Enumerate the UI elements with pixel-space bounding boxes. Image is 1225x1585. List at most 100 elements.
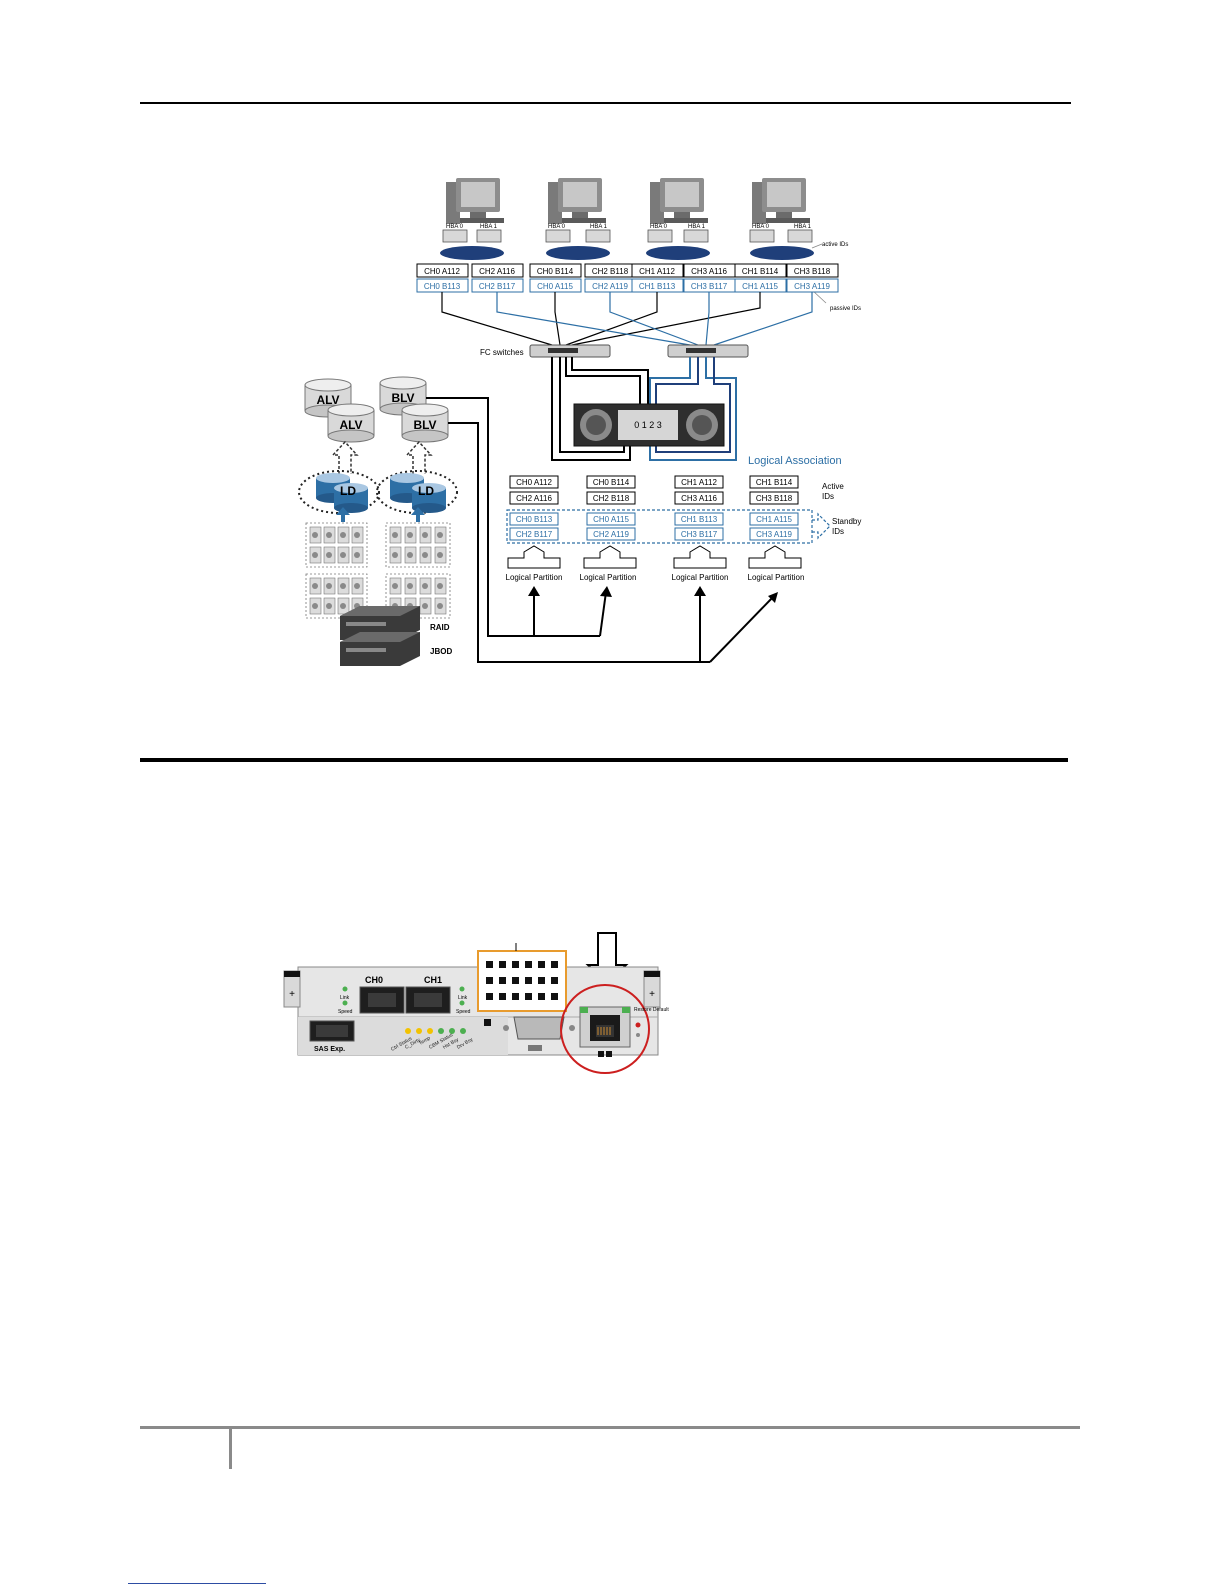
ld-label: LD xyxy=(340,484,356,498)
link-led-label: Link xyxy=(458,995,468,1001)
sas-expansion-port-icon xyxy=(309,1020,355,1042)
logical-association-label: Logical Association xyxy=(748,455,842,467)
logical-partition-label: Logical Partition xyxy=(748,573,805,582)
active-id-label: CH1 A112 xyxy=(639,267,675,276)
partition-standby-id: CH2 B117 xyxy=(516,530,553,539)
svg-text:+: + xyxy=(289,989,295,1000)
ld-label: LD xyxy=(418,484,434,498)
controller-faceplate-figure: + + CH0 CH1 Link Speed Link Speed SAS Ex… xyxy=(283,932,669,1074)
serial-port-icon xyxy=(503,1016,575,1051)
active-ids-annotation: active IDs xyxy=(822,242,848,248)
standby-ids-label: Standby xyxy=(832,517,861,526)
partition-active-id: CH0 B114 xyxy=(593,478,630,487)
passive-id-label: CH3 B117 xyxy=(691,282,728,291)
partition-standby-id: CH0 A115 xyxy=(593,515,629,524)
host-computer-icon xyxy=(446,178,504,224)
active-id-label: CH3 A116 xyxy=(691,267,727,276)
ch0-label: CH0 xyxy=(365,975,383,985)
partition-active-id: CH3 A116 xyxy=(681,494,717,503)
bottom-rule xyxy=(128,1583,266,1584)
standby-region xyxy=(506,509,813,544)
vent-grid xyxy=(486,961,558,1000)
hba-label: HBA 0 xyxy=(752,224,770,230)
partition-standby-id: CH2 A119 xyxy=(593,530,629,539)
passive-id-label: CH2 B117 xyxy=(479,282,516,291)
passive-id-label: CH1 A115 xyxy=(742,282,778,291)
raid-label: RAID xyxy=(430,623,450,632)
fc-port-icon xyxy=(359,986,405,1014)
partition-standby-id: CH1 B113 xyxy=(681,515,718,524)
led-label: Temp xyxy=(418,1035,432,1046)
hba-card-icon xyxy=(442,229,813,243)
host-computer-icon xyxy=(650,178,708,224)
hba-label: HBA 1 xyxy=(480,224,498,230)
host-computer-icon xyxy=(548,178,606,224)
restore-default-label: Restore Default xyxy=(634,1007,669,1013)
hba-label: HBA 0 xyxy=(650,224,668,230)
speed-led-label: Speed xyxy=(338,1009,353,1015)
hba-label: HBA 1 xyxy=(688,224,706,230)
hba-label: HBA 0 xyxy=(446,224,464,230)
storage-topology-figure: HBA 0 HBA 1 HBA 0 HBA 1 HBA 0 HBA 1 HBA … xyxy=(298,178,861,666)
partition-active-id: CH1 A112 xyxy=(681,478,717,487)
passive-id-label: CH0 B113 xyxy=(424,282,461,291)
section-rule xyxy=(140,758,1068,762)
lan-port-highlight xyxy=(560,984,650,1074)
fc-cables xyxy=(441,292,813,346)
standby-ids-label: IDs xyxy=(832,527,844,536)
logical-drive-icon xyxy=(334,483,368,513)
lv-label: BLV xyxy=(413,418,436,432)
host-computer-icon xyxy=(752,178,810,224)
lv-label: ALV xyxy=(316,393,339,407)
footer-rule xyxy=(140,1426,1080,1429)
partition-standby-id: CH3 A119 xyxy=(756,530,792,539)
partition-active-id: CH1 B114 xyxy=(756,478,793,487)
partition-active-id: CH0 A112 xyxy=(516,478,552,487)
passive-id-label: CH2 A119 xyxy=(592,282,628,291)
logical-partition-label: Logical Partition xyxy=(672,573,729,582)
partition-standby-id: CH3 B117 xyxy=(681,530,718,539)
hard-drive-icon xyxy=(309,526,447,615)
sas-exp-label: SAS Exp. xyxy=(314,1046,345,1053)
partition-active-id: CH3 B118 xyxy=(756,494,793,503)
active-id-label: CH3 B118 xyxy=(794,267,831,276)
logical-volume-icon xyxy=(327,403,375,443)
fc-switches-label: FC switches xyxy=(480,348,524,357)
status-led xyxy=(405,1028,466,1034)
ethernet-port-icon xyxy=(579,1006,631,1057)
passive-id-label: CH1 B113 xyxy=(639,282,676,291)
link-group-ellipse xyxy=(440,246,814,260)
hba-label: HBA 0 xyxy=(548,224,566,230)
passive-id-label: CH3 A119 xyxy=(794,282,830,291)
hba-label: HBA 1 xyxy=(794,224,812,230)
active-id-label: CH0 B114 xyxy=(537,267,574,276)
hba-label: HBA 1 xyxy=(590,224,608,230)
link-led-label: Link xyxy=(340,995,350,1001)
port-numbers: 0 1 2 3 xyxy=(634,420,662,430)
jbod-enclosure-icon xyxy=(340,632,420,666)
passive-ids-annotation: passive IDs xyxy=(830,306,861,312)
active-id-label: CH2 A116 xyxy=(479,267,515,276)
jbod-label: JBOD xyxy=(430,647,452,656)
logical-partition-label: Logical Partition xyxy=(580,573,637,582)
svg-text:+: + xyxy=(649,989,655,1000)
active-ids-right-label: Active xyxy=(822,482,844,491)
fc-switch-icon xyxy=(529,344,611,358)
speed-led-label: Speed xyxy=(456,1009,471,1015)
storage-enclosure-icon xyxy=(573,403,725,447)
lv-label: ALV xyxy=(339,418,362,432)
partition-standby-id: CH0 B113 xyxy=(516,515,553,524)
fc-switch-icon xyxy=(667,344,749,358)
partition-standby-id: CH1 A115 xyxy=(756,515,792,524)
active-ids-right-label: IDs xyxy=(822,492,834,501)
raid-enclosure-icon xyxy=(340,606,420,640)
active-id-label: CH1 B114 xyxy=(742,267,779,276)
footer-side-rule xyxy=(229,1429,232,1469)
lv-label: BLV xyxy=(391,391,414,405)
active-id-label: CH2 B118 xyxy=(592,267,629,276)
logical-volume-icon xyxy=(401,403,449,443)
active-id-label: CH0 A112 xyxy=(424,267,460,276)
ch1-label: CH1 xyxy=(424,975,442,985)
partition-active-id: CH2 B118 xyxy=(593,494,630,503)
passive-id-label: CH0 A115 xyxy=(537,282,573,291)
